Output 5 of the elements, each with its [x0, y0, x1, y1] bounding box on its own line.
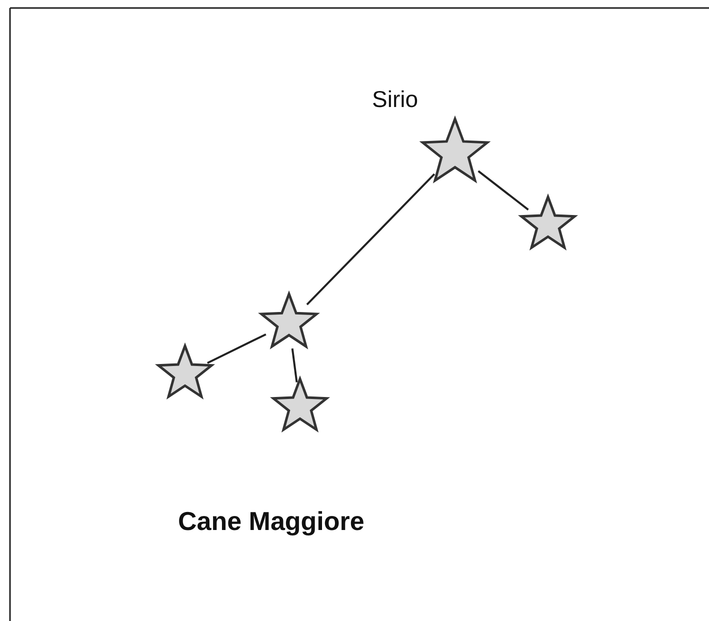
constellation-line [207, 333, 266, 364]
constellation-line [478, 170, 529, 210]
constellation-name: Cane Maggiore [178, 506, 364, 537]
star-name: Sirio [372, 86, 418, 113]
constellation-line [291, 348, 298, 382]
